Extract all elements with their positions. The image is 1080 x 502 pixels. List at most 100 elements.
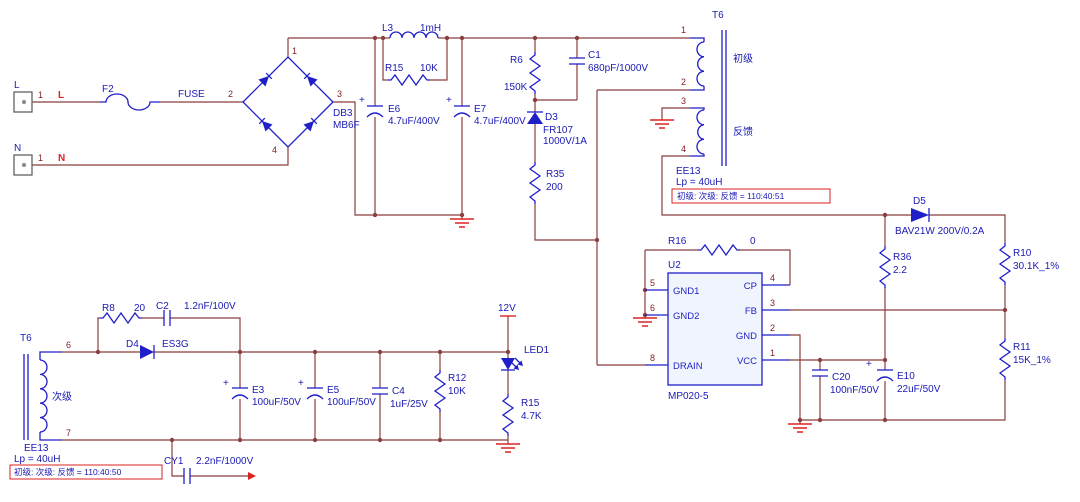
- resistor-R36[interactable]: R36 2.2: [878, 246, 912, 288]
- plus-sign: +: [223, 378, 229, 389]
- resistor-R6[interactable]: R6 150K: [504, 52, 542, 94]
- ref-label: C4: [392, 386, 405, 397]
- plus-sign: +: [866, 359, 872, 370]
- cap-C1[interactable]: C1 680pF/1000V: [569, 50, 648, 74]
- cap-E5[interactable]: + E5 100uF/50V: [298, 378, 376, 408]
- ref-label: CY1: [164, 456, 184, 467]
- ref-label: C20: [832, 372, 851, 383]
- core-label: EE13: [676, 166, 701, 177]
- ref-label: R12: [448, 373, 467, 384]
- value-label: 1.2nF/100V: [184, 301, 236, 312]
- pin-name-gnd: GND: [736, 331, 757, 342]
- value-label: 1uF/25V: [390, 399, 428, 410]
- resistor-R12[interactable]: R12 10K: [433, 370, 467, 412]
- ref-label: T6: [712, 10, 724, 21]
- resistor-R10[interactable]: R10 30.1K_1%: [998, 243, 1059, 285]
- power-rail-label: 12V: [498, 303, 516, 314]
- pin-name-drain: DRAIN: [673, 361, 703, 372]
- resistor-R15-output[interactable]: R15 4.7K: [501, 394, 542, 436]
- diode-D4[interactable]: D4 ES3G: [126, 339, 189, 359]
- pin-number: 3: [770, 298, 775, 308]
- ref-label: R8: [102, 303, 115, 314]
- value-label: FUSE: [178, 89, 205, 100]
- connector-name: L: [14, 80, 20, 91]
- ratio-box: [9, 464, 163, 480]
- pin-number: 2: [770, 323, 775, 333]
- value-label: 4.7uF/400V: [474, 116, 526, 127]
- pin-number: 1: [38, 90, 43, 100]
- ref-label: E6: [388, 104, 401, 115]
- value-label: 20: [134, 303, 146, 314]
- ratio-label: 初级: 次级: 反馈 = 110:40:50: [14, 467, 122, 477]
- plus-sign: +: [298, 378, 304, 389]
- value-label: 4.7uF/400V: [388, 116, 440, 127]
- pin-name-gnd1: GND1: [673, 286, 699, 297]
- winding-label-primary: 初级: [733, 52, 753, 65]
- cap-E10[interactable]: + E10 22uF/50V: [866, 359, 941, 395]
- cap-C20[interactable]: C20 100nF/50V: [812, 369, 879, 396]
- ref-label: R15: [521, 398, 540, 409]
- resistor-R35[interactable]: R35 200: [528, 162, 565, 204]
- pin-number: 4: [681, 144, 686, 154]
- value-label: 10K: [420, 63, 438, 74]
- resistor-R16[interactable]: R16 0: [668, 236, 756, 257]
- value-label: 1mH: [420, 23, 441, 34]
- transformer-T6-secondary[interactable]: T6 6 7 次级 EE13 Lp = 40uH 初级: 次级: 反馈 = 11…: [9, 333, 163, 480]
- led-LED1[interactable]: LED1: [501, 345, 549, 371]
- connector-name: N: [14, 143, 21, 154]
- value-label: 4.7K: [521, 411, 542, 422]
- power-port-12V[interactable]: 12V: [498, 303, 516, 317]
- value-label: 15K_1%: [1013, 355, 1051, 366]
- cap-C4[interactable]: C4 1uF/25V: [372, 386, 428, 410]
- cap-C2[interactable]: C2 1.2nF/100V: [156, 301, 236, 326]
- cap-CY1[interactable]: CY1 2.2nF/1000V: [164, 456, 256, 484]
- value-label: MB6F: [333, 120, 360, 131]
- winding-label-feedback: 反馈: [733, 125, 753, 138]
- part-label: MP020-5: [668, 391, 709, 402]
- pin-name-vcc: VCC: [737, 356, 757, 367]
- connector-L[interactable]: L 1: [13, 80, 43, 113]
- cap-E3[interactable]: + E3 100uF/50V: [223, 378, 301, 408]
- ref-label: R16: [668, 236, 687, 247]
- ref-label: DB3: [333, 108, 353, 119]
- ref-label: F2: [102, 84, 114, 95]
- diode-D5[interactable]: D5 BAV21W 200V/0.2A: [895, 196, 985, 237]
- ground-symbol: [496, 443, 520, 453]
- transformer-T6-primary[interactable]: T6 1 2 3 4 初级 反馈 EE13 Lp = 40uH 初级: 次级: …: [671, 10, 831, 204]
- ref-label: D3: [545, 112, 558, 123]
- value-label: 10K: [448, 386, 466, 397]
- ref-label: R36: [893, 252, 912, 263]
- ground-symbol: [650, 119, 674, 129]
- pin-name-cp: CP: [744, 281, 757, 292]
- ref-label: E7: [474, 104, 487, 115]
- value-label: 150K: [504, 82, 528, 93]
- ref-label: R11: [1013, 342, 1031, 353]
- ref-label: E10: [897, 371, 915, 382]
- value-label: 100nF/50V: [830, 385, 879, 396]
- diode-D3[interactable]: D3 FR107 1000V/1A: [527, 111, 587, 147]
- value-label: FR107: [543, 125, 573, 136]
- cap-E7[interactable]: + E7 4.7uF/400V: [446, 95, 526, 127]
- ic-U2-MP020[interactable]: U2 MP020-5 5 6 8 4 3 2 1 GND1 GND2 DRAIN…: [645, 260, 790, 402]
- ref-label: R15: [385, 63, 404, 74]
- pin-number: 2: [681, 77, 686, 87]
- net-label-L: L: [58, 90, 64, 101]
- ref-label: C1: [588, 50, 601, 61]
- connector-N[interactable]: N 1: [13, 143, 43, 176]
- pin-number: 3: [337, 89, 342, 99]
- fuse-F2[interactable]: F2 FUSE: [100, 84, 205, 111]
- plus-sign: +: [359, 95, 365, 106]
- bridge-rectifier-DB3[interactable]: 2 3 1 4 DB3 MB6F: [228, 46, 360, 155]
- inductor-L3[interactable]: L3 1mH: [382, 23, 441, 39]
- resistor-R11[interactable]: R11 15K_1%: [998, 338, 1051, 380]
- ref-label: R6: [510, 55, 523, 66]
- pin-number: 7: [66, 428, 71, 438]
- cap-E6[interactable]: + E6 4.7uF/400V: [359, 95, 440, 127]
- value-label: 680pF/1000V: [588, 63, 648, 74]
- ground-symbol: [450, 218, 474, 228]
- resistor-R15-primary[interactable]: R15 10K: [385, 63, 438, 87]
- ref-label: R35: [546, 169, 565, 180]
- resistor-R8[interactable]: R8 20: [100, 303, 146, 325]
- pin-number: 1: [292, 46, 297, 56]
